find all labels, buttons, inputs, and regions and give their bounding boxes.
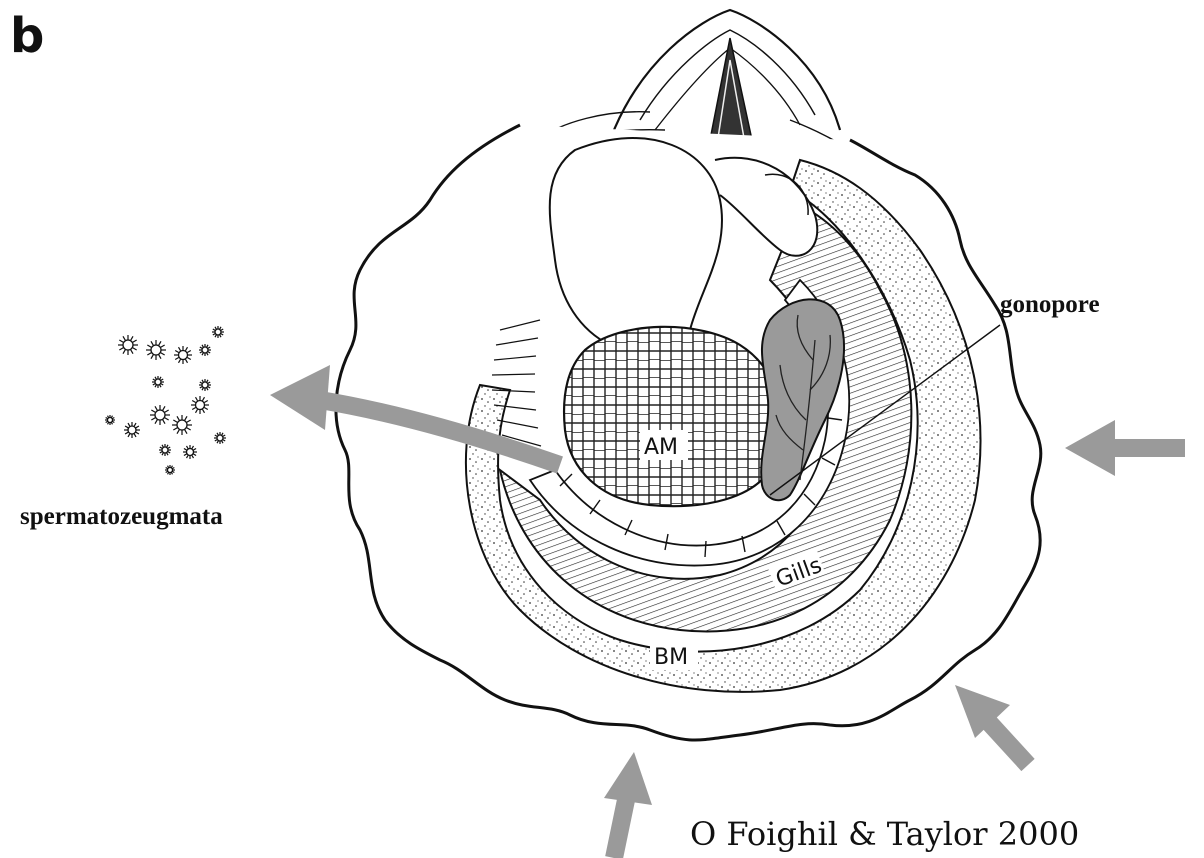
spermatozeugma-mark xyxy=(174,346,192,364)
spermatozeugma-mark xyxy=(105,415,115,425)
spermatozeugmata-cluster xyxy=(105,326,226,475)
inflow-arrow-lower-right xyxy=(955,685,1028,765)
panel-letter: b xyxy=(10,8,44,64)
adductor-label: AM xyxy=(644,435,678,460)
spermatozeugma-mark xyxy=(124,422,140,438)
spermatozeugma-mark xyxy=(183,445,197,459)
spermatozeugma-mark xyxy=(165,465,175,475)
citation: O Foighil & Taylor 2000 xyxy=(690,815,1079,853)
spermatozeugma-mark xyxy=(214,432,226,444)
inflow-arrow-right xyxy=(1065,420,1185,476)
spermatozeugma-mark xyxy=(159,444,171,456)
spermatozeugma-mark xyxy=(212,326,224,338)
spermatozeugma-mark xyxy=(199,344,211,356)
gonopore-label: gonopore xyxy=(1000,291,1100,318)
spermatozeugma-mark xyxy=(146,340,166,360)
spermatozeugma-mark xyxy=(191,396,209,414)
mantle-label: BM xyxy=(654,645,688,670)
spermatozeugma-mark xyxy=(150,405,170,425)
spermatozeugma-mark xyxy=(172,415,192,435)
spermatozeugma-mark xyxy=(199,379,211,391)
spermatozeugmata-label: spermatozeugmata xyxy=(20,503,223,530)
spermatozeugma-mark xyxy=(118,335,138,355)
adductor-muscle xyxy=(564,327,782,506)
spermatozeugma-mark xyxy=(152,376,164,388)
inflow-arrow-bottom xyxy=(604,752,652,858)
